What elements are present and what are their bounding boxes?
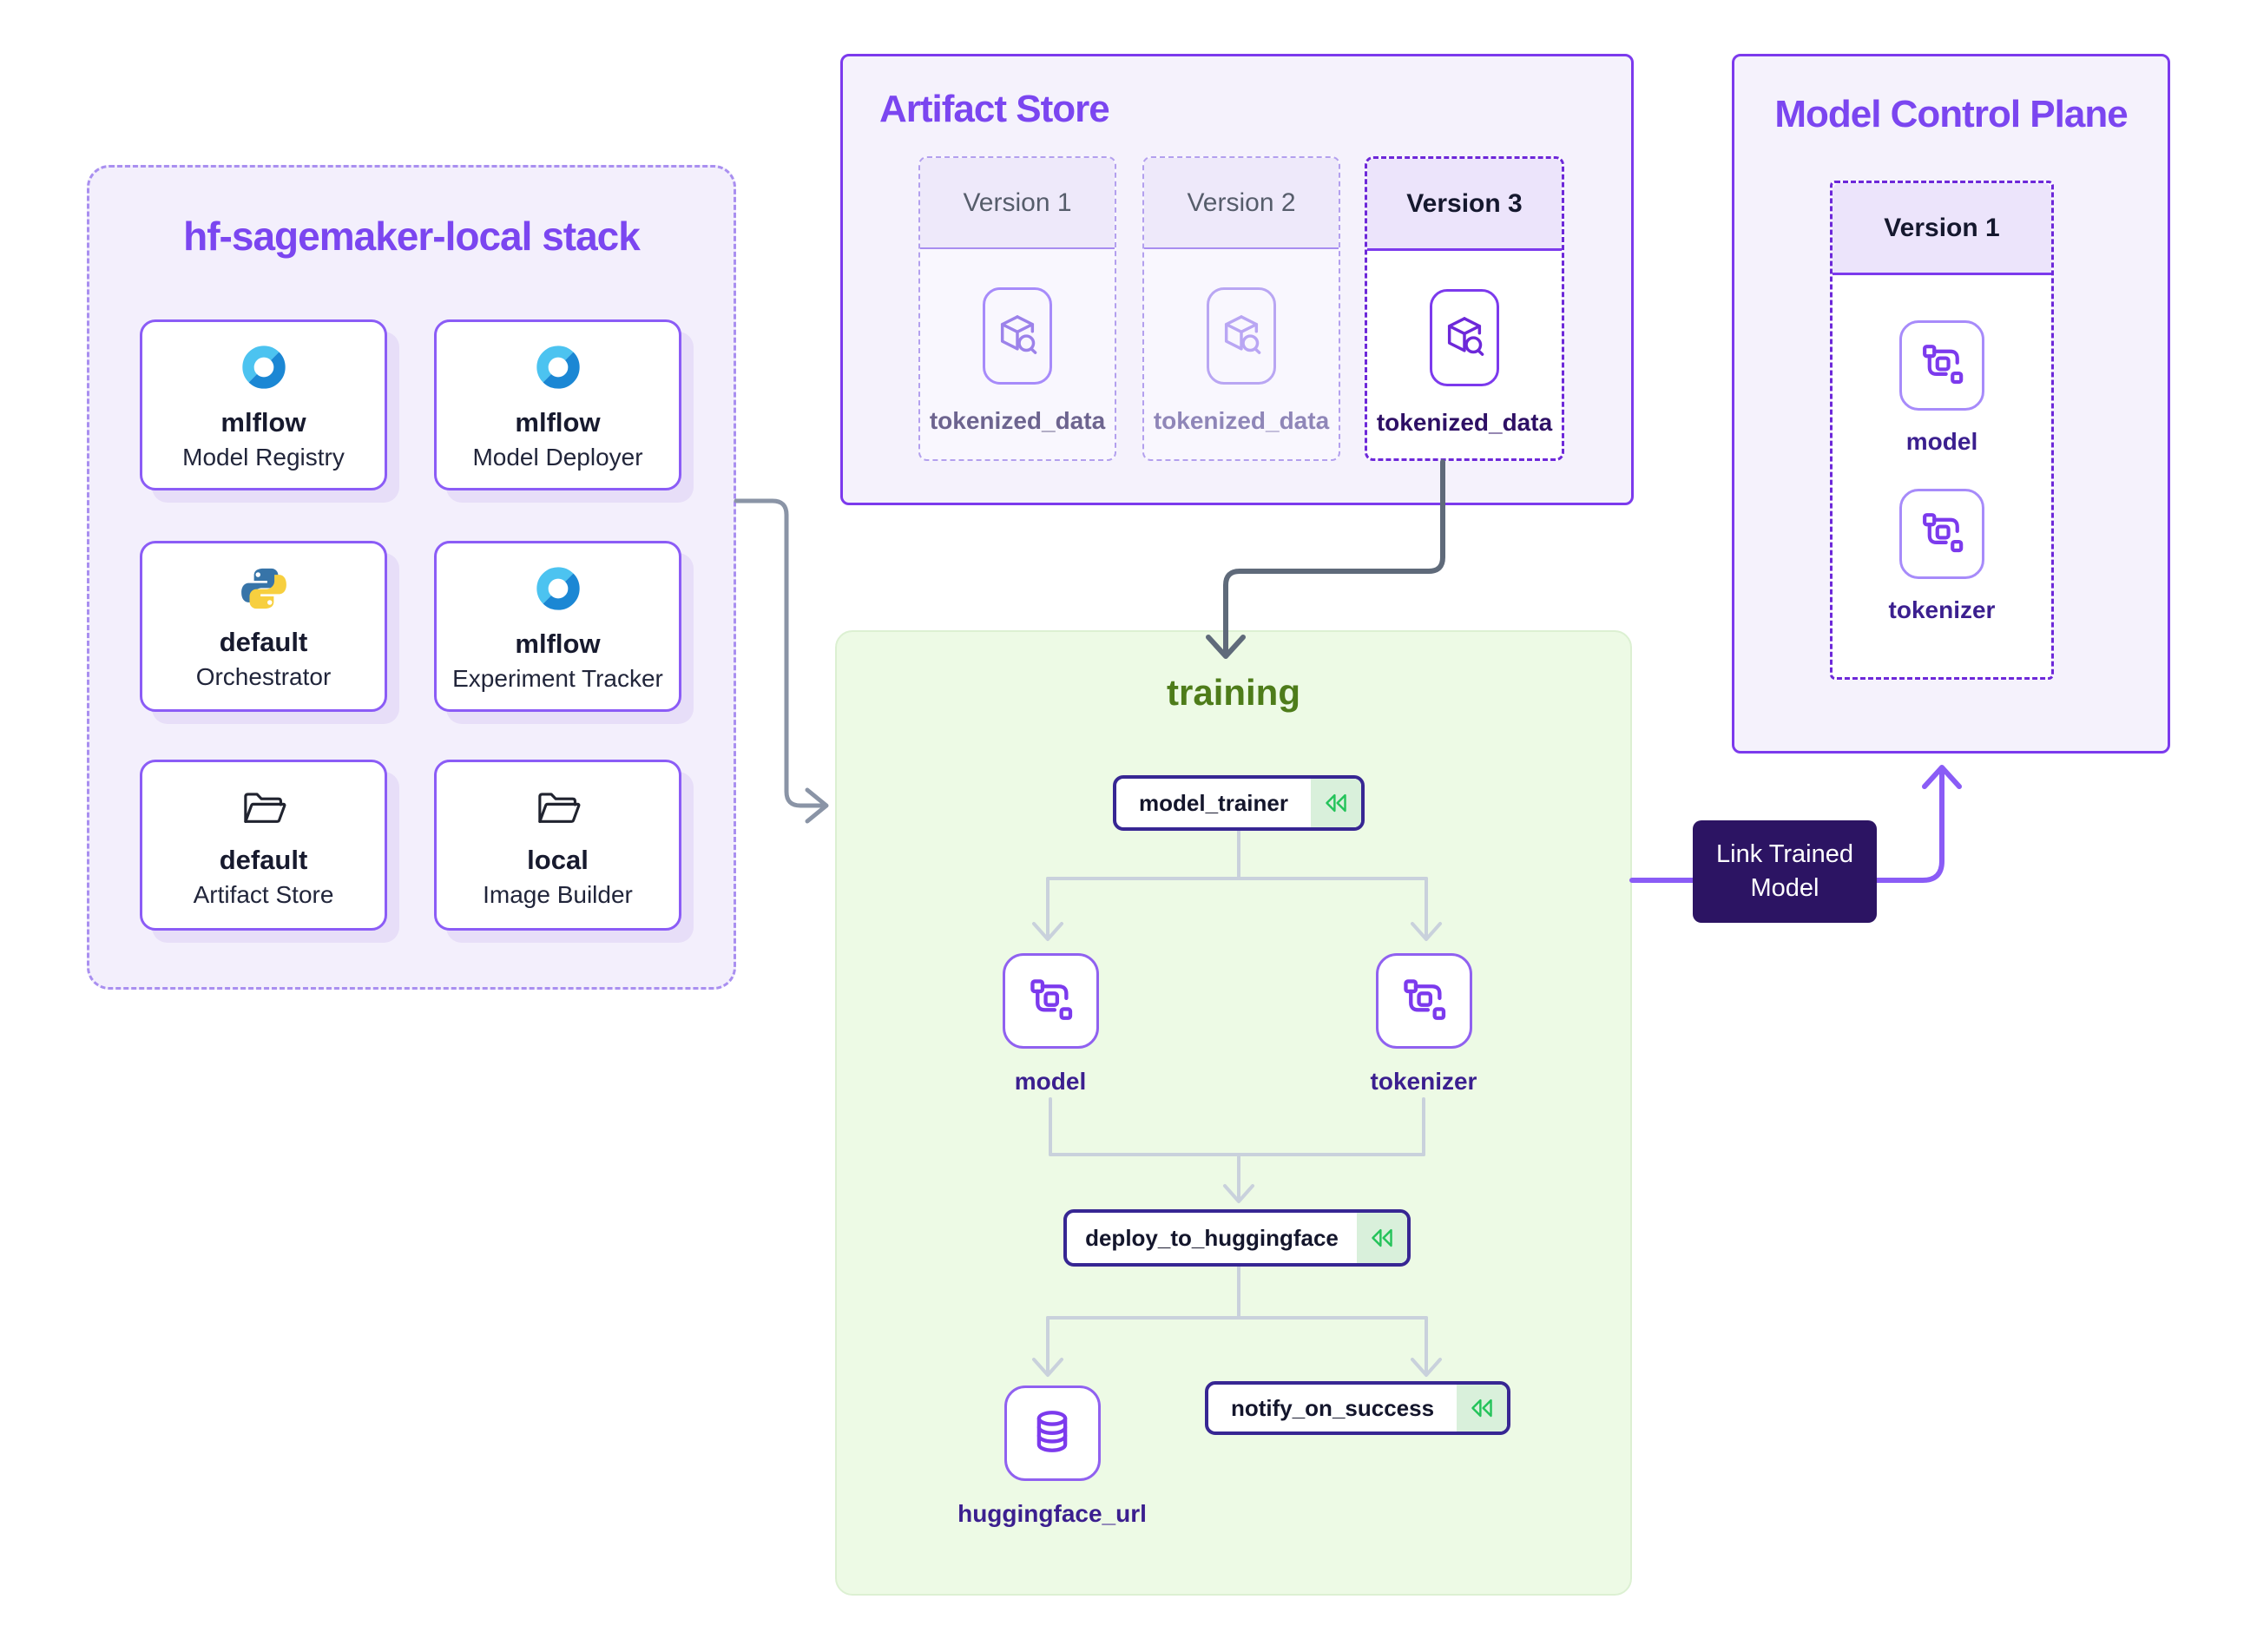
stack-card-type: Experiment Tracker bbox=[452, 664, 663, 692]
stack-panel-title: hf-sagemaker-local stack bbox=[183, 214, 641, 259]
training-pipeline-title: training bbox=[1167, 672, 1300, 713]
cube-search-icon bbox=[995, 312, 1040, 361]
artifact-label: model bbox=[1905, 428, 1978, 455]
model-icon bbox=[1918, 339, 1966, 392]
artifact-label: tokenized_data bbox=[1153, 407, 1330, 434]
rewind-icon bbox=[1311, 779, 1361, 827]
stack-card-name: mlflow bbox=[515, 406, 601, 438]
artifact-version-1-card[interactable]: Version 1 tokenized_data bbox=[918, 156, 1116, 461]
stack-card-name: mlflow bbox=[515, 628, 601, 659]
database-icon bbox=[1027, 1406, 1077, 1461]
model-icon bbox=[1918, 508, 1966, 561]
version-header: Version 1 bbox=[920, 158, 1115, 249]
stack-card-type: Model Registry bbox=[182, 443, 345, 471]
mlflow-icon bbox=[236, 339, 292, 395]
stack-card-type: Model Deployer bbox=[472, 443, 643, 471]
step-label: model_trainer bbox=[1139, 789, 1288, 816]
tokenizer-chip[interactable] bbox=[1375, 953, 1472, 1049]
mlflow-icon bbox=[530, 561, 586, 616]
folder-open-icon bbox=[239, 782, 289, 833]
version-header: Version 1 bbox=[1833, 183, 2051, 275]
stack-card-type: Artifact Store bbox=[193, 880, 334, 908]
stack-card-name: default bbox=[219, 844, 308, 875]
stack-card-orchestrator[interactable]: default Orchestrator bbox=[140, 541, 399, 724]
artifact-store-title: Artifact Store bbox=[879, 88, 1110, 130]
cube-search-icon bbox=[1442, 313, 1487, 363]
tokenizer-chip[interactable] bbox=[1899, 489, 1984, 579]
model-icon bbox=[1398, 974, 1449, 1029]
stack-card-model-deployer[interactable]: mlflow Model Deployer bbox=[434, 319, 694, 503]
python-icon bbox=[238, 563, 290, 615]
tokenized-data-chip[interactable] bbox=[983, 287, 1052, 385]
tokenized-data-chip[interactable] bbox=[1207, 287, 1276, 385]
artifact-label: huggingface_url bbox=[957, 1500, 1147, 1527]
stack-card-experiment-tracker[interactable]: mlflow Experiment Tracker bbox=[434, 541, 694, 724]
tokenized-data-chip[interactable] bbox=[1430, 289, 1499, 386]
training-model-artifact[interactable]: model bbox=[946, 953, 1155, 1096]
model-control-plane-title: Model Control Plane bbox=[1774, 93, 2128, 135]
training-tokenizer-artifact[interactable]: tokenizer bbox=[1319, 953, 1528, 1096]
folder-open-icon bbox=[533, 782, 583, 833]
step-label: deploy_to_huggingface bbox=[1085, 1224, 1339, 1251]
artifact-store-panel: Artifact Store Version 1 tokenized_data … bbox=[840, 54, 1634, 505]
step-node-notify-on-success[interactable]: notify_on_success bbox=[1205, 1381, 1510, 1435]
stack-card-artifact-store[interactable]: default Artifact Store bbox=[140, 760, 399, 943]
mcp-version-1-card[interactable]: Version 1 model tokenizer bbox=[1830, 181, 2054, 680]
model-chip[interactable] bbox=[1899, 320, 1984, 411]
artifact-label: tokenizer bbox=[1370, 1068, 1477, 1095]
stack-to-training-arrow bbox=[734, 498, 829, 824]
database-chip[interactable] bbox=[1003, 1385, 1101, 1481]
step-node-model-trainer[interactable]: model_trainer bbox=[1113, 775, 1365, 831]
model-chip[interactable] bbox=[1002, 953, 1099, 1049]
artifact-version-3-card[interactable]: Version 3 tokenized_data bbox=[1365, 156, 1564, 461]
version-header: Version 3 bbox=[1367, 159, 1562, 251]
mcp-model-artifact[interactable]: model bbox=[1899, 320, 1984, 456]
artifact-version-2-card[interactable]: Version 2 tokenized_data bbox=[1142, 156, 1340, 461]
stack-panel: hf-sagemaker-local stack mlflow Model Re… bbox=[87, 165, 736, 990]
step-label: notify_on_success bbox=[1230, 1394, 1435, 1421]
artifact-label: tokenized_data bbox=[929, 407, 1106, 434]
artifact-label: model bbox=[1014, 1068, 1087, 1095]
model-control-plane-panel: Model Control Plane Version 1 model toke… bbox=[1732, 54, 2170, 754]
stack-card-model-registry[interactable]: mlflow Model Registry bbox=[140, 319, 399, 503]
rewind-icon bbox=[1357, 1213, 1407, 1263]
link-badge-label: Link Trained Model bbox=[1716, 839, 1853, 902]
step-node-deploy-to-huggingface[interactable]: deploy_to_huggingface bbox=[1063, 1209, 1411, 1267]
version-header: Version 2 bbox=[1144, 158, 1339, 249]
mlflow-icon bbox=[530, 339, 586, 395]
artifact-label: tokenized_data bbox=[1376, 409, 1553, 436]
mcp-tokenizer-artifact[interactable]: tokenizer bbox=[1888, 489, 1996, 624]
training-huggingface-url-artifact[interactable]: huggingface_url bbox=[948, 1385, 1156, 1528]
stack-card-name: default bbox=[219, 626, 308, 657]
artifact-label: tokenizer bbox=[1888, 596, 1996, 623]
stack-card-name: local bbox=[527, 844, 589, 875]
link-trained-model-badge[interactable]: Link Trained Model bbox=[1693, 820, 1877, 923]
stack-card-type: Orchestrator bbox=[195, 662, 332, 690]
stack-card-image-builder[interactable]: local Image Builder bbox=[434, 760, 694, 943]
model-icon bbox=[1025, 974, 1076, 1029]
stack-card-name: mlflow bbox=[220, 406, 306, 438]
rewind-icon bbox=[1457, 1385, 1507, 1432]
stack-card-type: Image Builder bbox=[483, 880, 633, 908]
cube-search-icon bbox=[1219, 312, 1264, 361]
